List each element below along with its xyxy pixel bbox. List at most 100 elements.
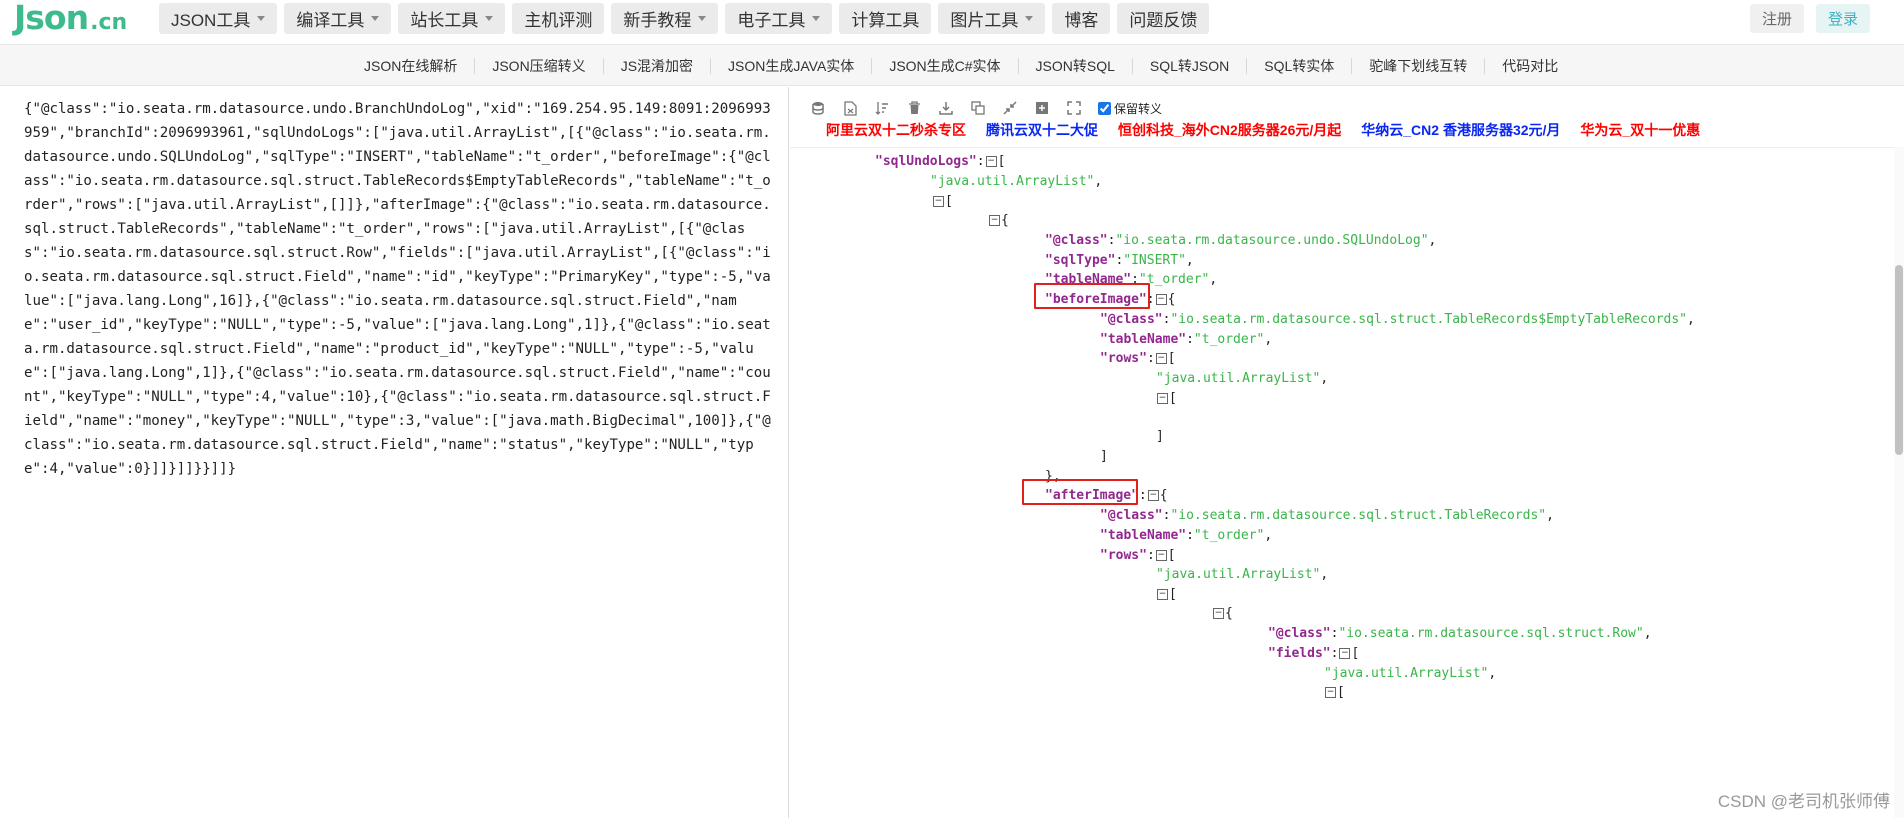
json-key: "tableName" [1100,332,1187,347]
nav-item[interactable]: 电子工具 [725,3,833,34]
tree-line: "sqlUndoLogs":−[ [875,150,1005,174]
json-key: "beforeImage" [1045,292,1147,307]
ad-link[interactable]: 华纳云_CN2 香港服务器32元/月 [1361,122,1561,138]
auth-buttons: 注册 登录 [1738,4,1870,33]
ad-link[interactable]: 恒创科技_海外CN2服务器26元/月起 [1118,122,1342,138]
nav-item[interactable]: 博客 [1052,3,1111,34]
database-icon[interactable] [808,98,828,118]
collapse-toggle-icon[interactable]: − [1157,393,1168,404]
json-string: "t_order" [1193,528,1265,543]
download-icon[interactable] [936,98,956,118]
json-punct: , [1185,253,1194,268]
nav-item[interactable]: 编译工具 [284,3,392,34]
subnav-item[interactable]: JSON生成JAVA实体 [710,57,871,74]
collapse-toggle-icon[interactable]: − [1213,608,1224,619]
nav-item[interactable]: 主机评测 [512,3,605,34]
subnav-item[interactable]: 代码对比 [1484,57,1575,74]
json-key: "tableName" [1100,528,1187,543]
trash-icon[interactable] [904,98,924,118]
site-logo[interactable]: Json.cn [14,0,127,42]
ad-link[interactable]: 阿里云双十二秒杀专区 [826,122,966,138]
json-punct: , [1428,233,1437,248]
subnav-item[interactable]: JSON生成C#实体 [871,57,1017,74]
json-punct: : [1162,508,1171,523]
chevron-down-icon [371,16,380,21]
subnav-item[interactable]: JSON在线解析 [364,57,458,74]
tree-line: −{ [988,209,1009,233]
document-icon[interactable] [840,98,860,118]
subnav-item[interactable]: 驼峰下划线互转 [1351,57,1484,74]
tree-scrollbar[interactable] [1894,147,1904,818]
json-string: "java.util.ArrayList" [930,174,1095,189]
tree-line: "rows":−[ [1100,347,1176,371]
json-input-panel[interactable]: {"@class":"io.seata.rm.datasource.undo.B… [0,87,789,818]
collapse-toggle-icon[interactable]: − [985,156,997,167]
json-string: "t_order" [1138,272,1210,287]
tree-line: ] [1156,425,1164,449]
nav-item[interactable]: 新手教程 [611,3,719,34]
top-navbar: Json.cn JSON工具 编译工具站长工具主机评测新手教程电子工具 计算工具图片… [0,0,1904,44]
json-punct: : [1131,272,1139,287]
json-punct: [ [1167,548,1176,563]
json-punct: { [1225,606,1233,621]
json-key: "rows" [1100,351,1147,366]
nav-item[interactable]: 问题反馈 [1117,3,1210,34]
tree-line: "@class":"io.seata.rm.datasource.sql.str… [1100,504,1554,528]
json-key: "rows" [1100,548,1147,563]
collapse-toggle-icon[interactable]: − [1325,687,1336,698]
collapse-toggle-icon[interactable]: − [1157,589,1168,600]
subnav-item[interactable]: JS混淆加密 [602,57,710,74]
collapse-toggle-icon[interactable]: − [1155,294,1167,305]
tree-line: "sqlType":"INSERT", [1045,249,1194,273]
ad-link[interactable]: 腾讯云双十二大促 [986,122,1098,138]
collapse-toggle-icon[interactable]: − [989,215,1000,226]
subnav-item[interactable]: JSON压缩转义 [474,57,602,74]
expand-icon[interactable] [1032,98,1052,118]
nav-item-label: 主机评测 [524,11,593,30]
copy-icon[interactable] [968,98,988,118]
collapse-toggle-icon[interactable]: − [1339,648,1351,659]
chevron-down-icon [257,16,266,21]
json-punct: [ [1337,685,1345,700]
collapse-toggle-icon[interactable]: − [1155,550,1167,561]
nav-item[interactable]: 图片工具 [938,3,1046,34]
json-input-text[interactable]: {"@class":"io.seata.rm.datasource.undo.B… [24,101,771,477]
nav-item[interactable]: 计算工具 [839,3,932,34]
ad-link[interactable]: 华为云_双十一优惠 [1580,122,1701,138]
login-button[interactable]: 登录 [1815,4,1870,33]
register-button[interactable]: 注册 [1749,4,1804,33]
subnav-item[interactable]: SQL转实体 [1246,57,1351,74]
chevron-down-icon [485,16,494,21]
fullscreen-icon[interactable] [1064,98,1084,118]
json-punct: : [1146,292,1155,307]
json-punct: : [1330,626,1339,641]
keep-escape-toggle[interactable]: 保留转义 [1098,100,1162,117]
json-punct: [ [997,154,1006,169]
nav-item[interactable]: 站长工具 [398,3,506,34]
json-punct: , [1687,312,1695,327]
nav-item-label: 计算工具 [851,11,920,30]
compress-icon[interactable] [1000,98,1020,118]
json-punct: ] [1100,449,1108,464]
tree-line: "fields":−[ [1268,642,1359,666]
collapse-toggle-icon[interactable]: − [1147,490,1159,501]
subnav-item[interactable]: JSON转SQL [1017,57,1132,74]
chevron-down-icon [812,16,821,21]
collapse-toggle-icon[interactable]: − [933,196,944,207]
nav-item-label: 电子工具 [737,11,806,30]
keep-escape-label: 保留转义 [1114,101,1163,116]
subnav-item[interactable]: SQL转JSON [1131,57,1246,74]
highlight-box-beforeImage [1034,283,1150,309]
keep-escape-checkbox[interactable] [1098,101,1111,115]
scrollbar-thumb[interactable] [1895,265,1903,455]
nav-item-label: 问题反馈 [1129,11,1198,30]
nav-item[interactable]: JSON工具 [159,3,278,34]
collapse-toggle-icon[interactable]: − [1155,353,1167,364]
json-string: "io.seata.rm.datasource.undo.SQLUndoLog" [1115,233,1429,248]
nav-item-label: 博客 [1064,11,1099,30]
json-tree-view: "sqlUndoLogs":−["java.util.ArrayList",−[… [790,147,1894,818]
json-punct: , [1094,174,1103,189]
json-punct: : [1138,488,1147,503]
sort-icon[interactable] [872,98,892,118]
nav-item-label: JSON工具 [171,11,251,30]
